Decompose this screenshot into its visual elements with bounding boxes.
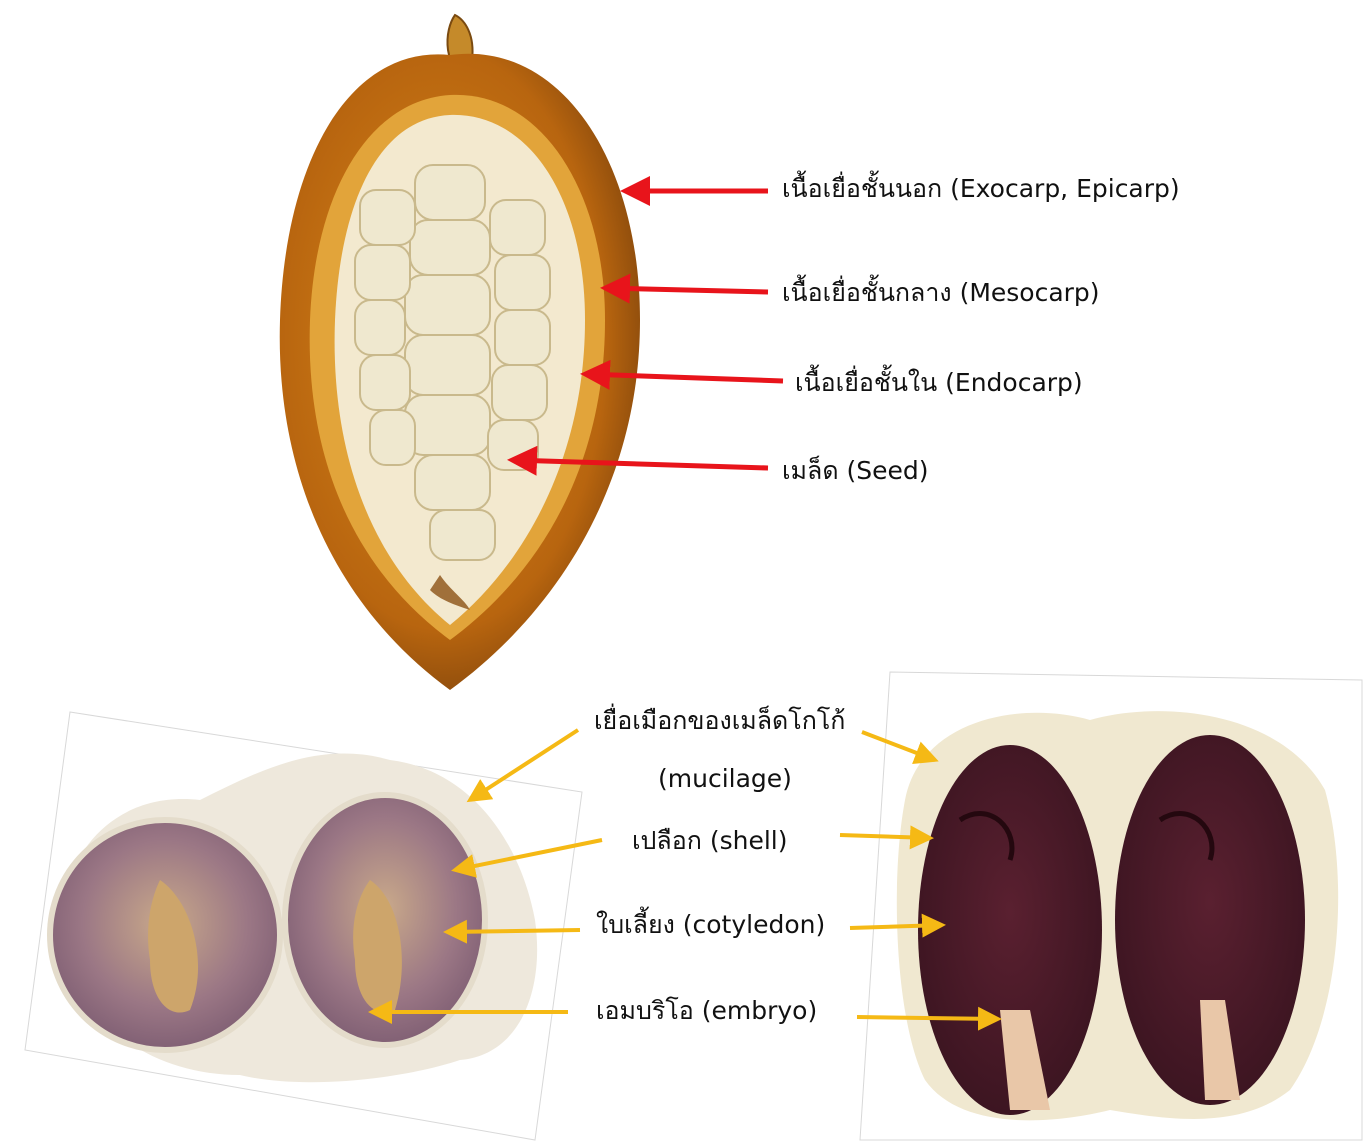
shell-label: เปลือก (shell) (632, 828, 787, 853)
mesocarp-label: เนื้อเยื่อชั้นกลาง (Mesocarp) (782, 280, 1100, 305)
mucilage-label-line1: เยื่อเมือกของเมล็ดโกโก้ (594, 708, 845, 733)
cotyledon-arrow-left (447, 930, 580, 932)
exocarp-label: เนื้อเยื่อชั้นนอก (Exocarp, Epicarp) (782, 176, 1180, 201)
embryo-arrow-right (857, 1017, 998, 1019)
cotyledon-label: ใบเลี้ยง (cotyledon) (596, 912, 825, 937)
cacao-pod-photo (280, 15, 640, 690)
endocarp-label: เนื้อเยื่อชั้นใน (Endocarp) (795, 370, 1083, 395)
dark-bean-photo (860, 672, 1362, 1140)
embryo-label: เอมบริโอ (embryo) (596, 998, 817, 1023)
seed-label: เมล็ด (Seed) (782, 458, 929, 483)
mucilage-label-line2: (mucilage) (658, 766, 792, 791)
pale-bean-photo (25, 712, 582, 1140)
